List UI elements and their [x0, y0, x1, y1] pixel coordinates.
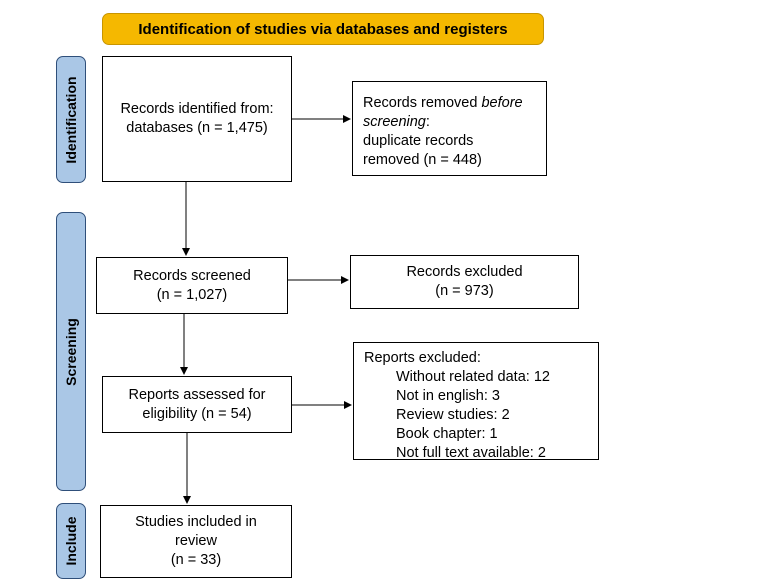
assessed-line-1: Reports assessed for [128, 386, 266, 403]
excluded-line-2: (n = 973) [435, 283, 494, 299]
included-line-3: (n = 33) [170, 552, 222, 568]
reason-item: Not in english: 3 [396, 388, 500, 404]
box-records-excluded: Records excluded (n = 973) [350, 255, 579, 309]
assessed-line-2: eligibility (n = 54) [142, 405, 252, 422]
screened-line-2: (n = 1,027) [156, 286, 228, 303]
excluded-line-1: Records excluded [406, 264, 523, 280]
identified-line-2: databases (n = 1,475) [126, 120, 268, 136]
stage-identification: Identification [56, 56, 86, 183]
removed-line-2: screening: [363, 113, 536, 132]
box-reports-assessed: Reports assessed for eligibility (n = 54… [102, 376, 292, 433]
reports-excluded-heading: Reports excluded: [364, 350, 481, 366]
reason-item: Not full text available: 2 [396, 445, 546, 461]
included-line-1: Studies included in [135, 514, 257, 530]
box-records-screened: Records screened (n = 1,027) [96, 257, 288, 314]
stage-include: Include [56, 503, 86, 579]
screened-line-1: Records screened [133, 267, 251, 284]
removed-line-3: duplicate records [363, 133, 474, 149]
removed-line-1: Records removed before [363, 94, 536, 113]
removed-emphasis-2: screening [363, 114, 426, 130]
reason-item: Without related data: 12 [396, 369, 550, 385]
removed-colon: : [425, 114, 430, 130]
box-studies-included: Studies included in review (n = 33) [100, 505, 292, 578]
box-reports-excluded: Reports excluded: Without related data: … [353, 342, 599, 461]
included-line-2: review [175, 533, 217, 549]
identified-line-1: Records identified from: [120, 101, 274, 117]
removed-emphasis: before [481, 95, 523, 111]
removed-prefix: Records removed [363, 95, 482, 111]
removed-line-4: removed (n = 448) [363, 152, 482, 168]
reason-item: Review studies: 2 [396, 407, 510, 423]
box-records-removed: Records removed before screening: duplic… [352, 81, 547, 176]
header-banner: Identification of studies via databases … [102, 13, 544, 45]
header-title: Identification of studies via databases … [138, 20, 508, 38]
reason-item: Book chapter: 1 [396, 426, 498, 442]
stage-screening: Screening [56, 212, 86, 491]
box-records-identified: Records identified from: databases (n = … [102, 56, 292, 182]
